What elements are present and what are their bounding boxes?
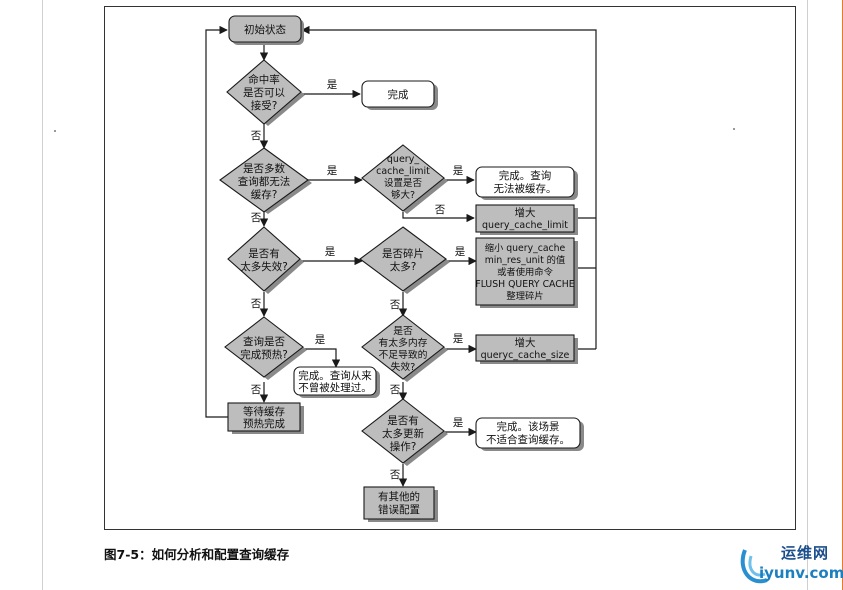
wait-warm-line1: 等待缓存: [243, 405, 285, 418]
no-label: 否: [251, 384, 262, 396]
uncacheable-line1: 是否多数: [243, 162, 285, 175]
no-label: 否: [251, 298, 262, 310]
defrag-line3: 或者使用命令: [497, 266, 553, 278]
watermark-line1: 运维网: [781, 544, 830, 562]
hit-rate-line1: 命中率: [248, 73, 280, 86]
decision-uncacheable: [219, 147, 309, 213]
limit-line1: query_: [387, 154, 419, 165]
low-memory-line4: 失效?: [391, 360, 416, 373]
limit-line2: cache_limit: [376, 166, 430, 177]
limit-line3: 设置是否: [384, 178, 423, 189]
increase-limit-node: [475, 204, 575, 233]
done-unprocessed-line1: 完成。查询从来: [298, 369, 372, 382]
site-watermark: 运维网 iyunv.com: [735, 540, 843, 588]
updates-line2: 太多更新: [382, 427, 424, 440]
increase-size-node: [475, 334, 575, 362]
decision-hit-rate: [226, 59, 302, 125]
limit-line4: 够大?: [391, 189, 415, 201]
done-workload-line2: 不适合查询缓存。: [486, 433, 570, 446]
done-unprocessed-node: [293, 366, 377, 396]
increase-limit-line1: 增大: [515, 206, 536, 219]
wait-warm-line2: 预热完成: [243, 417, 285, 430]
done-node: [361, 80, 435, 108]
low-memory-line1: 是否: [393, 325, 413, 337]
no-label: 否: [390, 384, 401, 396]
left-margin: [0, 0, 43, 590]
uncacheable-line3: 缓存?: [251, 188, 278, 201]
no-label: 否: [435, 204, 446, 216]
figure-caption: 图7-5：如何分析和配置查询缓存: [104, 547, 290, 562]
misconfig-node: [363, 486, 435, 520]
figure-frame: [104, 6, 796, 530]
decision-updates: [361, 398, 445, 464]
decision-invalidations: [227, 226, 301, 292]
fragmentation-line2: 太多?: [390, 260, 417, 273]
watermark-line2: iyunv.com: [759, 564, 843, 582]
done-unprocessed-line2: 不曾被处理过。: [298, 381, 372, 394]
right-margin: [807, 0, 843, 590]
decision-fragmentation: [359, 226, 447, 292]
speck: [54, 130, 56, 132]
hit-rate-line2: 是否可以: [243, 87, 285, 99]
defrag-node: [475, 237, 575, 306]
increase-size-line1: 增大: [515, 336, 536, 349]
misconfig-line2: 错误配置: [378, 503, 420, 516]
decision-warmed: [224, 316, 304, 378]
start-label: 初始状态: [244, 23, 286, 36]
decision-limit-size: [361, 144, 445, 212]
done-workload-line1: 完成。该场景: [497, 420, 560, 433]
yes-label: 是: [325, 246, 336, 258]
yes-label: 是: [455, 246, 466, 258]
low-memory-line3: 不足导致的: [379, 348, 428, 361]
yes-label: 是: [315, 334, 326, 346]
start-node: [228, 15, 302, 43]
invalidations-line1: 是否有: [248, 247, 280, 260]
defrag-line4: FLUSH QUERY CACHE: [475, 279, 574, 290]
yes-label: 是: [453, 417, 464, 429]
wait-warm-node: [227, 402, 301, 432]
yes-label: 是: [327, 165, 338, 177]
no-label: 否: [251, 212, 262, 224]
done-uncacheable-node: [475, 166, 575, 198]
decision-low-memory: [361, 314, 445, 380]
speck: [733, 128, 735, 130]
no-label: 否: [251, 130, 262, 142]
low-memory-line2: 有太多内存: [379, 336, 428, 349]
warmed-line2: 完成预热?: [240, 348, 288, 361]
warmed-line1: 查询是否: [243, 335, 285, 348]
fragmentation-line1: 是否碎片: [382, 247, 424, 260]
hit-rate-line3: 接受?: [251, 99, 278, 112]
yes-label: 是: [453, 333, 464, 345]
updates-line1: 是否有: [387, 414, 419, 427]
updates-line3: 操作?: [390, 440, 417, 453]
defrag-line2: min_res_unit 的值: [485, 254, 566, 266]
misconfig-line1: 有其他的: [378, 490, 420, 503]
defrag-line5: 整理碎片: [506, 290, 543, 302]
increase-limit-line2: query_cache_limit: [482, 220, 568, 231]
watermark-logo-icon: [740, 549, 768, 584]
yes-label: 是: [453, 165, 464, 177]
no-label: 否: [390, 469, 401, 481]
increase-size-line2: queryc_cache_size: [481, 350, 570, 361]
done-uncacheable-line2: 无法被缓存。: [494, 182, 557, 195]
invalidations-line2: 太多失效?: [240, 260, 288, 273]
done-uncacheable-line1: 完成。查询: [499, 169, 552, 182]
done-workload-node: [475, 417, 581, 449]
done-label: 完成: [388, 88, 409, 101]
no-label: 否: [390, 299, 401, 311]
yes-label: 是: [327, 79, 338, 91]
uncacheable-line2: 查询都无法: [238, 175, 291, 188]
defrag-line1: 缩小 query_cache: [485, 242, 566, 254]
